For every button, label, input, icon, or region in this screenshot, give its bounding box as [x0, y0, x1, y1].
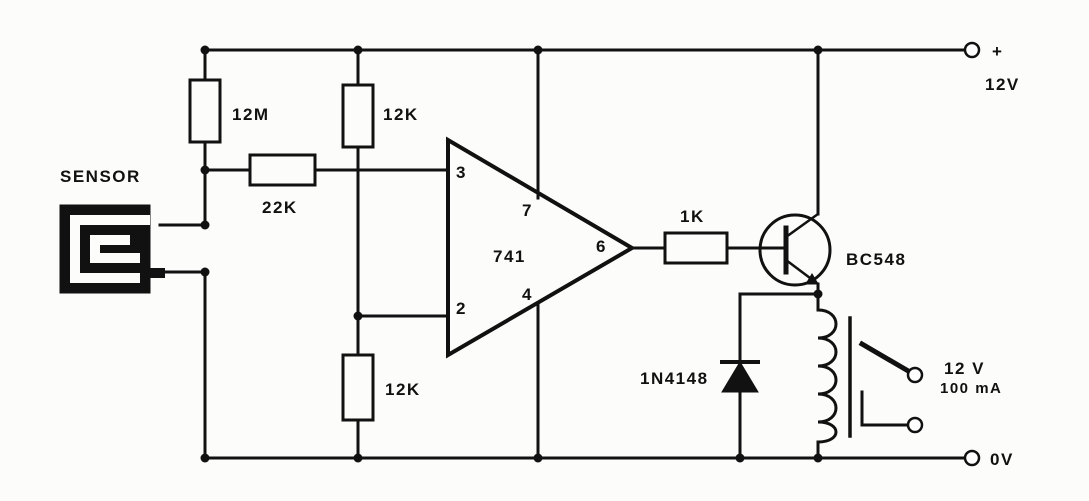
- ground-terminal: [963, 449, 981, 467]
- junction-dot: [200, 45, 210, 55]
- relay-voltage-label: 12 V: [944, 359, 985, 378]
- resistor-12k-top-label: 12K: [383, 105, 419, 124]
- diode-1n4148: [720, 292, 820, 460]
- relay-current-label: 100 mA: [940, 380, 1002, 397]
- junction-dot: [353, 45, 363, 55]
- junction-dot: [735, 453, 745, 463]
- supply-voltage-label: 12V: [985, 75, 1020, 94]
- pin4-label: 4: [522, 285, 533, 304]
- junction-dot: [200, 453, 210, 463]
- junction-dot: [200, 267, 210, 277]
- resistor-12m-label: 12M: [232, 105, 270, 124]
- junction-dot: [813, 45, 823, 55]
- resistor-22k-label: 22K: [262, 198, 298, 217]
- junction-dot: [353, 453, 363, 463]
- junction-dot: [533, 453, 543, 463]
- resistor-12k-bottom-label: 12K: [385, 380, 421, 399]
- resistor-12k-bottom: [341, 314, 375, 460]
- resistor-12m: [188, 48, 222, 227]
- resistor-1k: [630, 231, 777, 265]
- moisture-sensor: [59, 204, 165, 294]
- pin2-label: 2: [456, 299, 467, 318]
- opamp-label: 741: [493, 247, 526, 266]
- pin6-label: 6: [596, 237, 607, 256]
- relay-coil: [816, 308, 852, 460]
- ground-label: 0V: [990, 450, 1014, 469]
- transistor-label: BC548: [846, 250, 906, 269]
- junction-dot: [813, 453, 823, 463]
- pin3-label: 3: [456, 163, 467, 182]
- sensor-label: SENSOR: [60, 167, 141, 186]
- opamp-741: [446, 136, 636, 359]
- resistor-22k: [203, 153, 450, 187]
- pin7-label: 7: [522, 201, 533, 220]
- junction-dot: [533, 45, 543, 55]
- resistor-1k-label: 1K: [680, 207, 705, 226]
- positive-terminal: [963, 41, 981, 59]
- resistor-12k-top: [341, 48, 375, 318]
- relay-contacts: [858, 340, 924, 434]
- diode-label: 1N4148: [640, 369, 709, 388]
- transistor-bc548: [758, 212, 832, 287]
- supply-plus-label: +: [992, 42, 1003, 61]
